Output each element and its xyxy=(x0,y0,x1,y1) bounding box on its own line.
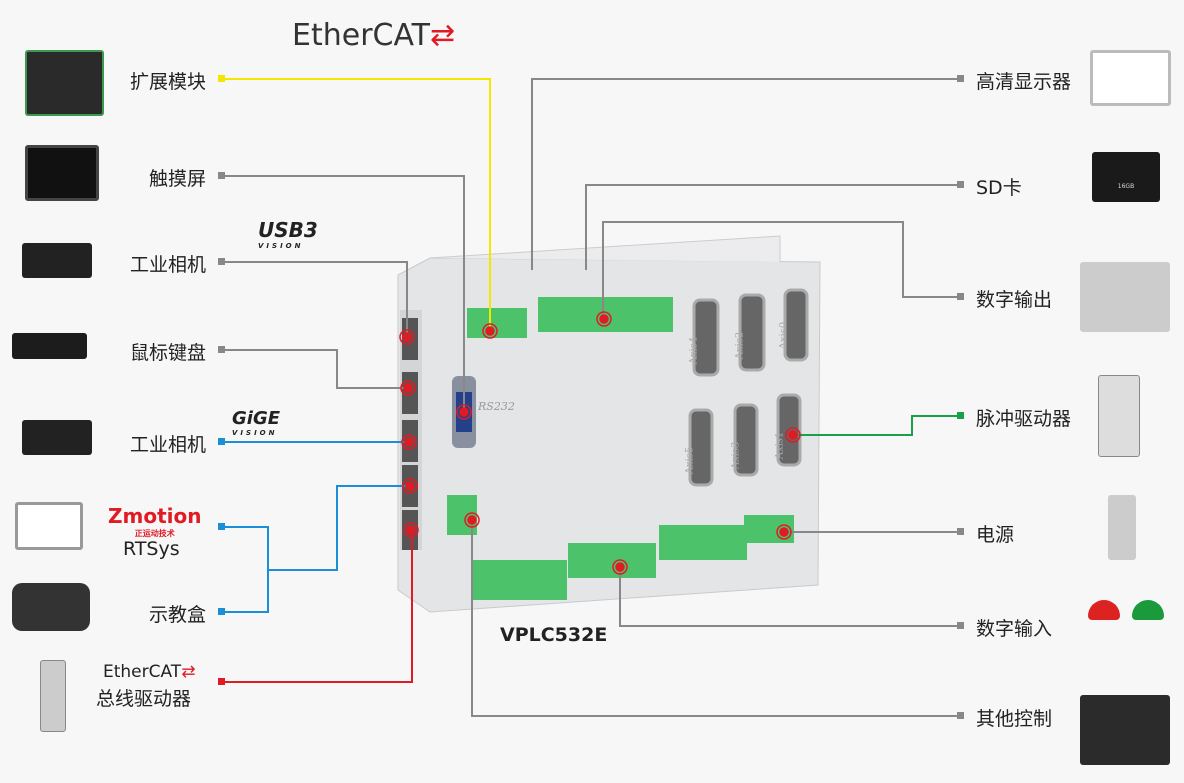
camera-image xyxy=(22,243,92,278)
label-digital-output: 数字输出 xyxy=(976,289,1053,311)
port-markers xyxy=(399,311,801,575)
axis-port-label: Axis4 xyxy=(688,336,700,365)
label-pulse-driver: 脉冲驱动器 xyxy=(976,408,1072,430)
label-touchscreen: 触摸屏 xyxy=(148,168,206,190)
vplc532e-device xyxy=(397,235,821,613)
label-expansion-module: 扩展模块 xyxy=(129,71,206,93)
ethercat-logo: EtherCAT⇄ xyxy=(292,18,456,53)
laptop-image xyxy=(15,502,83,550)
keyboard-image xyxy=(12,333,87,359)
green-button-image xyxy=(1132,600,1164,620)
axis-port-label: Axis0 xyxy=(778,321,790,350)
sd-card-image: 16GB xyxy=(1092,152,1160,202)
device-model: VPLC532E xyxy=(500,624,608,646)
bus-driver-image xyxy=(40,660,66,732)
label-usb-camera: 工业相机 xyxy=(129,254,206,276)
rs232-label: RS232 xyxy=(478,400,515,413)
axis-port-label: Axis1 xyxy=(774,431,786,460)
teach-pendant-image xyxy=(12,583,90,631)
plc-image xyxy=(1080,695,1170,765)
valve-cylinder-image xyxy=(1080,262,1170,332)
expansion-module-image xyxy=(25,50,104,116)
label-sd-card: SD卡 xyxy=(976,177,1022,199)
power-supply-image xyxy=(1108,495,1136,560)
axis-port-label: Axis5 xyxy=(684,446,696,475)
line-end-markers xyxy=(218,75,964,719)
label-hd-display: 高清显示器 xyxy=(976,71,1072,93)
axis-port-label: Axis3 xyxy=(730,441,742,470)
axis-port-label: Axis2 xyxy=(734,331,746,360)
label-power: 电源 xyxy=(976,524,1015,546)
red-button-image xyxy=(1088,600,1120,620)
label-gige-camera: 工业相机 xyxy=(129,434,206,456)
touchscreen-image xyxy=(25,145,99,201)
label-teach-pendant: 示教盒 xyxy=(148,604,206,626)
label-rtsys: RTSys xyxy=(123,538,180,560)
camera-image xyxy=(22,420,92,455)
label-other-control: 其他控制 xyxy=(976,708,1053,730)
label-keyboard-mouse: 鼠标键盘 xyxy=(129,342,206,364)
pulse-driver-image xyxy=(1098,375,1140,457)
label-bus-driver: 总线驱动器 xyxy=(96,688,192,710)
label-digital-input: 数字输入 xyxy=(976,618,1053,640)
hd-display-image xyxy=(1090,50,1171,106)
ethercat-logo-small: EtherCAT⇄ xyxy=(103,662,196,682)
